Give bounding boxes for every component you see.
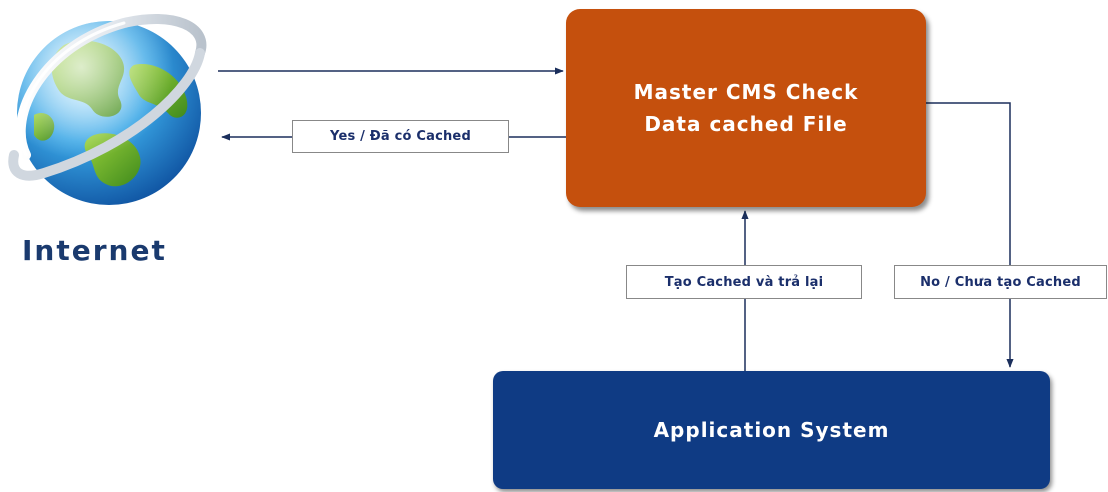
arrow-cms-to-app	[926, 102, 1014, 368]
globe-icon	[8, 14, 207, 205]
cms-box-line2: Data cached File	[644, 112, 848, 136]
master-cms-check-box: Master CMS Check Data cached File	[566, 9, 926, 207]
edge-label-yes-cached: Yes / Đã có Cached	[292, 120, 509, 153]
app-box-label: Application System	[653, 418, 890, 442]
internet-label: Internet	[22, 234, 167, 267]
edge-label-no-cached: No / Chưa tạo Cached	[894, 265, 1107, 299]
edge-label-create-cached: Tạo Cached và trả lại	[626, 265, 862, 299]
application-system-box: Application System	[493, 371, 1050, 489]
cms-box-line1: Master CMS Check	[633, 80, 859, 104]
